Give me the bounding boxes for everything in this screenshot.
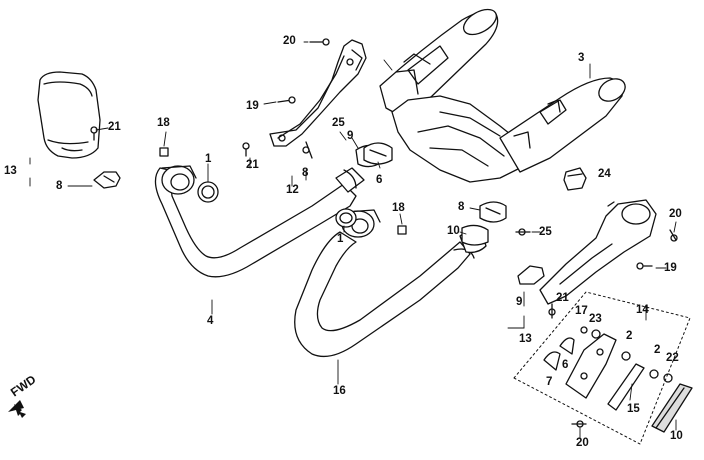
bolt-19-right — [636, 262, 653, 270]
bolt-25-lower — [515, 228, 531, 236]
callout-3: 3 — [578, 52, 585, 64]
callout-5: 6 — [376, 174, 383, 186]
rubber-damper — [563, 167, 587, 191]
clamp-7 — [479, 201, 507, 223]
callout-21-right: 21 — [556, 292, 569, 304]
callout-21: 21 — [108, 121, 121, 133]
callout-2-lower: 2 — [654, 344, 661, 356]
bolt-25-upper — [302, 141, 313, 159]
lower-guard — [651, 383, 693, 433]
bolt-20-right — [669, 229, 678, 242]
callout-20: 20 — [283, 35, 296, 47]
callout-15: 15 — [627, 403, 640, 415]
callout-2: 2 — [626, 330, 633, 342]
heat-shield-left — [37, 71, 101, 159]
stay-6-upper — [559, 337, 575, 355]
callout-1: 1 — [205, 153, 212, 165]
nut-23 — [591, 329, 601, 339]
bolt-21-right — [548, 303, 556, 319]
clamp-5 — [363, 142, 393, 165]
heat-shield-right — [539, 199, 657, 305]
callout-6: 6 — [562, 359, 569, 371]
gasket-1-lower — [335, 208, 357, 228]
callout-19-right: 19 — [664, 262, 677, 274]
callout-8-right: 9 — [516, 296, 523, 308]
callout-11: 13 — [4, 165, 17, 177]
washer-2-upper — [621, 351, 631, 361]
bolt-21-center — [242, 142, 250, 157]
stay-6-lower — [543, 351, 561, 371]
bolt-18-lower — [397, 225, 407, 235]
muffler-assembly — [379, 8, 626, 183]
callout-25: 25 — [332, 117, 345, 129]
callout-23: 23 — [589, 313, 602, 325]
callout-12: 12 — [286, 184, 299, 196]
callout-19: 19 — [246, 100, 259, 112]
callout-20-bottom: 20 — [576, 437, 589, 449]
callout-4: 4 — [207, 315, 214, 327]
callout-10: 10 — [670, 430, 683, 442]
callout-21-center: 21 — [246, 159, 259, 171]
guard-subassembly-box — [513, 291, 691, 445]
callout-17: 17 — [575, 305, 588, 317]
callout-16: 16 — [333, 385, 346, 397]
callout-25-lower: 25 — [539, 226, 552, 238]
bolt-20-bottom — [571, 420, 587, 428]
bolt-17 — [580, 326, 588, 334]
center-bracket — [269, 39, 367, 147]
clamp-left — [93, 171, 121, 189]
bolt-19-left — [277, 96, 296, 104]
washer-2-lower — [649, 369, 659, 379]
mounting-plate — [565, 333, 617, 399]
leader-lines — [29, 41, 677, 439]
callout-8-left: 8 — [56, 180, 63, 192]
fwd-arrow-icon — [8, 400, 26, 418]
callout-18: 18 — [157, 117, 170, 129]
callout-20-right: 20 — [669, 208, 682, 220]
callout-6-lower: 7 — [546, 376, 553, 388]
clamp-right — [517, 265, 545, 285]
stay-bar — [607, 363, 645, 411]
callout-9-lower: 10 — [447, 225, 460, 237]
callout-9: 9 — [347, 130, 354, 142]
exhaust-pipe-front — [154, 165, 365, 278]
callout-1-lower: 1 — [337, 233, 344, 245]
callout-24: 24 — [598, 168, 611, 180]
callout-18-lower: 18 — [392, 202, 405, 214]
callout-8-center: 8 — [302, 167, 309, 179]
callout-7: 8 — [458, 201, 465, 213]
callout-13: 13 — [519, 333, 532, 345]
joint-9-lower — [461, 224, 489, 246]
gasket-1-upper — [197, 181, 219, 203]
bolt-20-top — [309, 38, 330, 46]
bolt-18-upper — [159, 147, 169, 157]
callout-14: 14 — [636, 304, 649, 316]
callout-22: 22 — [666, 352, 679, 364]
nut-22 — [663, 373, 673, 383]
